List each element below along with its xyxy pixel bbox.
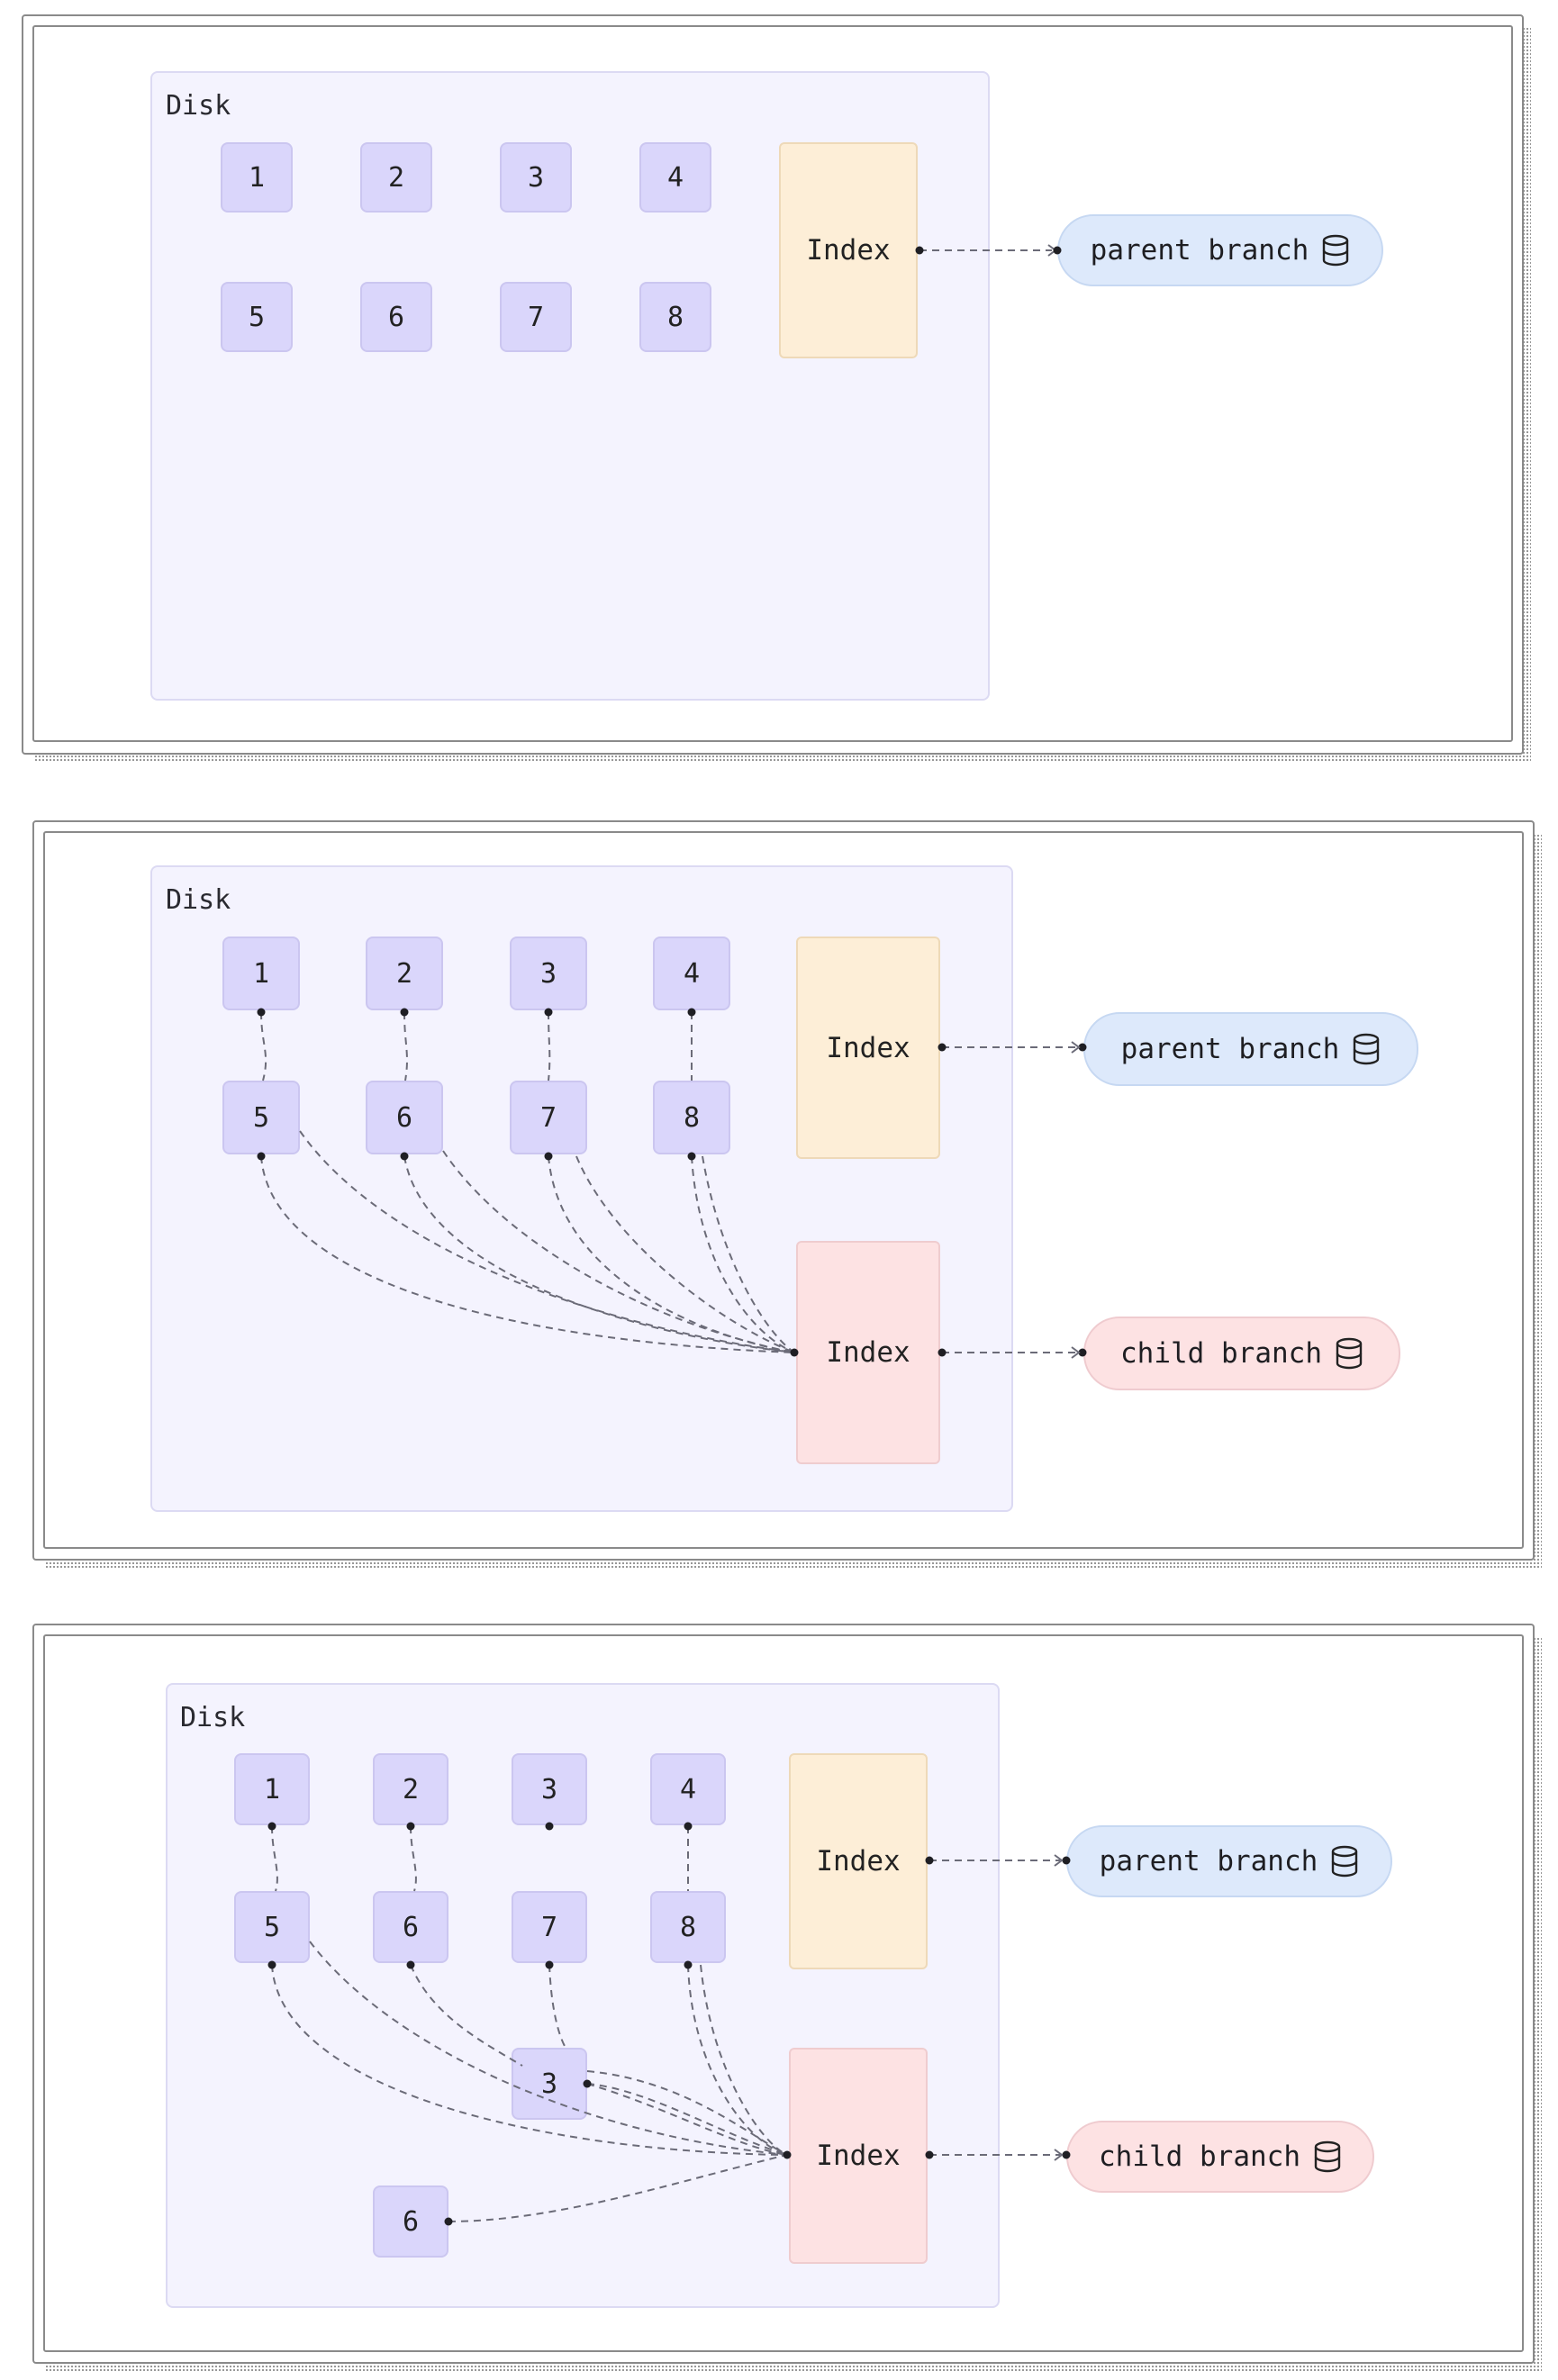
child-branch-pill: child branch — [1083, 1317, 1400, 1390]
parent-branch-pill: parent branch — [1057, 214, 1383, 286]
data-block: 4 — [650, 1753, 726, 1825]
disk-label: Disk — [166, 884, 231, 916]
data-block: 7 — [512, 1891, 587, 1963]
data-block: 6 — [366, 1081, 443, 1154]
disk-label: Disk — [166, 90, 231, 122]
database-icon — [1336, 1337, 1363, 1370]
disk-label: Disk — [180, 1702, 246, 1733]
data-block: 5 — [222, 1081, 300, 1154]
parent-index: Index — [779, 142, 918, 358]
database-icon — [1332, 1845, 1358, 1878]
parent-index: Index — [789, 1753, 928, 1969]
data-block: 4 — [639, 142, 711, 213]
data-block: 3 — [510, 937, 587, 1010]
child-index: Index — [789, 2048, 928, 2264]
data-block: 1 — [234, 1753, 310, 1825]
data-block: 8 — [639, 282, 711, 352]
branch-label: parent branch — [1120, 1033, 1340, 1065]
data-block: 7 — [510, 1081, 587, 1154]
branch-label: child branch — [1099, 2140, 1300, 2173]
data-block: 4 — [653, 937, 730, 1010]
child-index: Index — [796, 1241, 940, 1464]
data-block: 5 — [234, 1891, 310, 1963]
data-block: 2 — [360, 142, 432, 213]
data-block: 3 — [500, 142, 572, 213]
data-block: 8 — [653, 1081, 730, 1154]
branch-label: child branch — [1120, 1337, 1322, 1370]
data-block: 6 — [360, 282, 432, 352]
data-block: 8 — [650, 1891, 726, 1963]
data-block: 1 — [221, 142, 293, 213]
branch-label: parent branch — [1099, 1845, 1318, 1878]
data-block: 2 — [373, 1753, 448, 1825]
data-block: 7 — [500, 282, 572, 352]
parent-branch-pill: parent branch — [1083, 1012, 1418, 1086]
data-block: 1 — [222, 937, 300, 1010]
database-icon — [1314, 2140, 1341, 2173]
branch-label: parent branch — [1090, 234, 1309, 267]
child-branch-pill: child branch — [1066, 2121, 1374, 2193]
modified-block: 3 — [512, 2048, 587, 2120]
data-block: 2 — [366, 937, 443, 1010]
database-icon — [1354, 1033, 1380, 1065]
modified-block: 6 — [373, 2185, 448, 2258]
data-block: 6 — [373, 1891, 448, 1963]
database-icon — [1323, 234, 1349, 267]
parent-index: Index — [796, 937, 940, 1159]
data-block: 3 — [512, 1753, 587, 1825]
parent-branch-pill: parent branch — [1066, 1825, 1392, 1897]
data-block: 5 — [221, 282, 293, 352]
